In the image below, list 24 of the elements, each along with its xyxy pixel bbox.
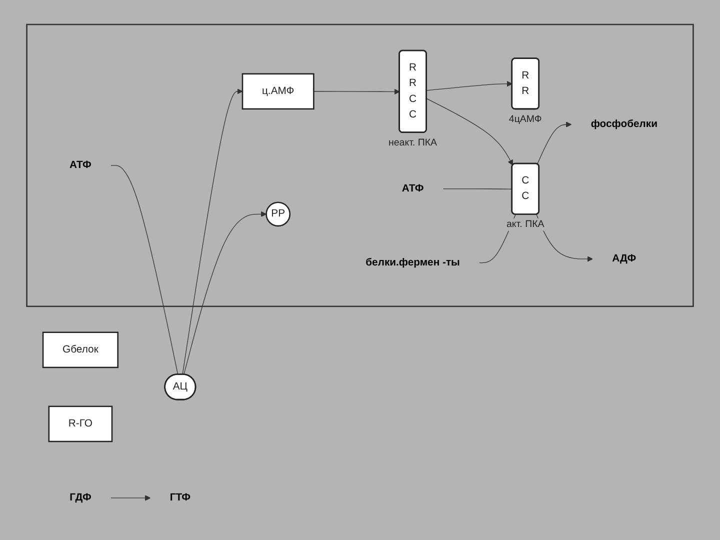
node-text: ГТФ [170, 492, 191, 504]
node-text: ГДФ [70, 492, 92, 504]
arrow [426, 80, 512, 91]
node-text: фосфобелки [590, 118, 658, 130]
node-box: R-ГО [48, 406, 113, 442]
node-caption: акт. ПКА [506, 219, 544, 230]
node-text: АТФ [402, 182, 424, 194]
arrow [426, 98, 514, 166]
node-box: ц.АМФ [242, 73, 314, 110]
node-caption: неакт. ПКА [388, 137, 438, 148]
node-box: Gбелок [42, 332, 119, 368]
arrow [313, 88, 400, 95]
node-caption: 4цАМФ [508, 114, 542, 125]
node-text: АДФ [612, 253, 636, 264]
arrow [182, 88, 243, 375]
cluster [26, 24, 694, 308]
arrow [536, 122, 572, 164]
node-circle: PP [266, 202, 291, 227]
connector [442, 188, 513, 190]
arrow [184, 211, 267, 375]
node-text: белки.фермен -ты [366, 257, 460, 268]
node-text: АТФ [70, 160, 92, 171]
connector [110, 165, 178, 375]
arrow [110, 495, 151, 501]
